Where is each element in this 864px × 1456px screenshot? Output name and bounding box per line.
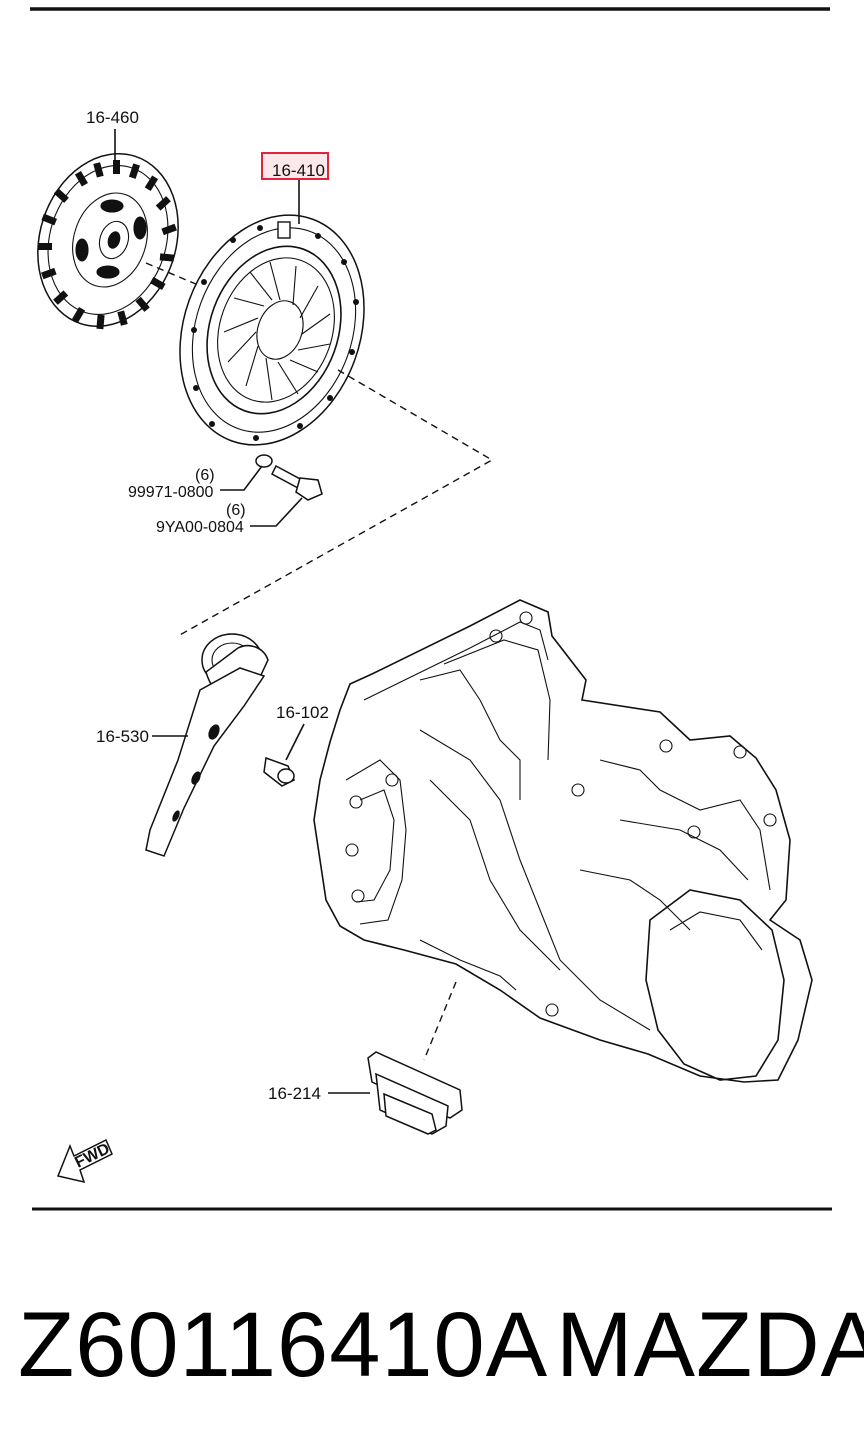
brand-name: MAZDA [556, 1294, 864, 1396]
label-pivot-bolt: 16-102 [276, 703, 329, 722]
fwd-label: FWD [72, 1140, 112, 1171]
label-clutch-disc: 16-460 [86, 108, 139, 127]
pressure-plate[interactable] [149, 189, 395, 471]
pivot-bolt[interactable] [263, 756, 295, 787]
caption: Z60116410A MAZDA [0, 1290, 864, 1400]
washer-qty: (6) [195, 467, 215, 484]
washer[interactable] [255, 454, 273, 468]
fwd-arrow-icon: FWD [56, 1138, 113, 1184]
transmission-case [313, 599, 813, 1083]
highlight-box [261, 152, 329, 180]
release-fork[interactable] [145, 633, 269, 857]
clutch-disc[interactable] [16, 135, 200, 344]
label-washer: 99971-0800 [128, 484, 214, 501]
boot[interactable] [367, 1051, 463, 1135]
label-release-fork: 16-530 [96, 727, 149, 746]
bolt-qty: (6) [226, 502, 246, 519]
label-bolt: 9YA00-0804 [156, 519, 244, 536]
bolt[interactable] [271, 464, 323, 501]
label-boot: 16-214 [268, 1084, 321, 1103]
label-pressure-plate: 16-410 [272, 161, 325, 180]
part-number: Z60116410A [18, 1294, 549, 1396]
